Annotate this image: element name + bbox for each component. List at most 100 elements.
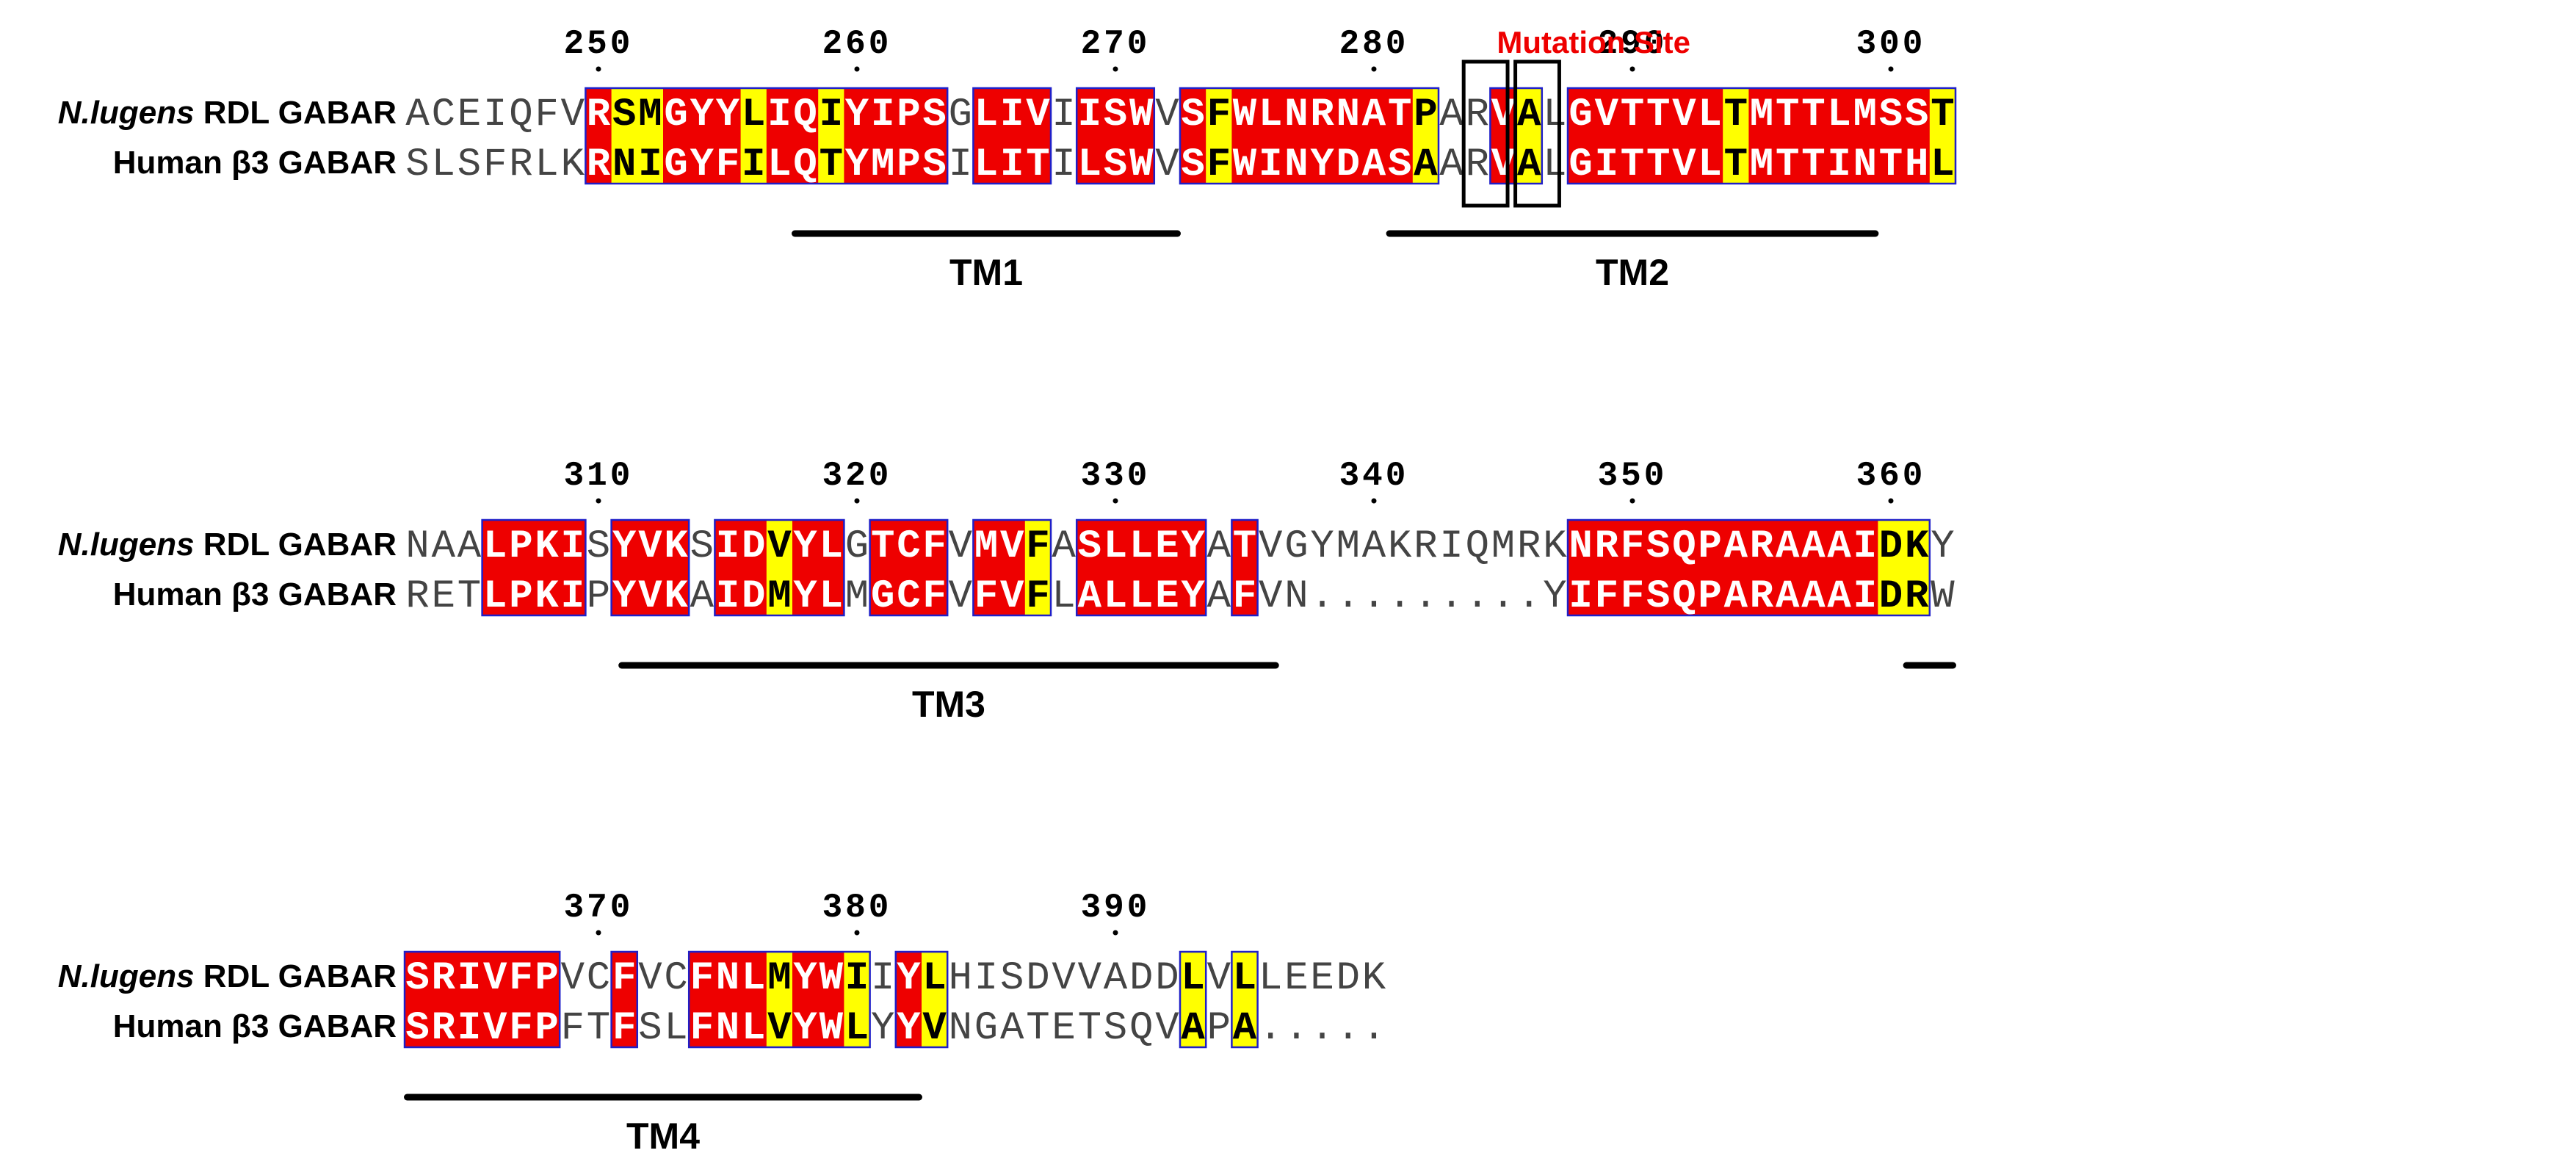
residue-nlugens: K — [1362, 956, 1386, 1001]
residue-human: N — [716, 1006, 739, 1051]
residue-human: F — [1207, 142, 1231, 187]
residue-nlugens: V — [1207, 956, 1231, 1001]
residue-nlugens: S — [690, 524, 714, 569]
residue-nlugens: F — [1621, 524, 1644, 569]
residue-human: P — [509, 574, 532, 619]
identical-residue-cell — [792, 88, 819, 184]
identical-residue-cell — [818, 952, 844, 1047]
identical-residue-cell — [689, 952, 715, 1047]
residue-human: M — [767, 574, 791, 619]
identical-residue-cell — [585, 88, 612, 184]
position-number: 340 — [1339, 457, 1409, 495]
identical-residue-cell — [1361, 88, 1388, 184]
residue-nlugens: S — [405, 956, 429, 1001]
residue-nlugens: D — [1336, 956, 1360, 1001]
residue-human: . — [1284, 1006, 1308, 1051]
residue-human: Y — [793, 574, 817, 619]
residue-nlugens: S — [1905, 93, 1928, 137]
residue-human: V — [1000, 574, 1024, 619]
residue-human: A — [1827, 574, 1851, 619]
residue-nlugens: L — [922, 956, 946, 1001]
residue-nlugens: K — [1543, 524, 1567, 569]
residue-human: I — [561, 574, 585, 619]
row-label-human: Human β3 GABAR — [113, 1008, 397, 1044]
position-tick-dot — [854, 930, 860, 936]
residue-nlugens: Y — [690, 93, 714, 137]
conserved-region-box — [687, 950, 871, 1049]
residue-human: A — [1181, 1006, 1205, 1051]
residue-nlugens: F — [612, 956, 636, 1001]
identical-residue-cell — [714, 520, 742, 615]
mutation-site-label: Mutation Site — [1497, 25, 1690, 59]
residue-nlugens: A — [1052, 524, 1076, 569]
residue-nlugens: Y — [793, 524, 817, 569]
residue-human: W — [820, 1006, 844, 1051]
position-tick-dot — [1629, 66, 1635, 72]
residue-nlugens: T — [1621, 93, 1644, 137]
residue-nlugens: G — [1284, 524, 1308, 569]
mutation-site-box — [1513, 59, 1561, 208]
identical-residue-cell — [1852, 88, 1878, 184]
residue-nlugens: P — [535, 956, 558, 1001]
residue-human: Y — [1181, 574, 1205, 619]
residue-nlugens: R — [432, 956, 456, 1001]
identical-residue-cell — [1671, 520, 1698, 615]
position-number: 380 — [822, 889, 892, 927]
residue-nlugens: L — [1259, 93, 1282, 137]
residue-human: N — [949, 1006, 972, 1051]
transmembrane-label: TM2 — [1596, 252, 1669, 293]
residue-human: G — [1569, 142, 1592, 187]
residue-nlugens: V — [767, 524, 792, 569]
residue-human: F — [1595, 574, 1618, 619]
row-label-human: Human β3 GABAR — [113, 145, 397, 181]
identical-residue-cell — [740, 952, 767, 1047]
residue-human: Y — [897, 1006, 921, 1051]
residue-human: E — [1155, 574, 1179, 619]
residue-human: . — [1259, 1006, 1282, 1051]
similar-residue-cell — [1231, 952, 1259, 1047]
identical-residue-cell — [560, 520, 586, 615]
residue-human: V — [1155, 142, 1179, 187]
residue-nlugens: F — [690, 956, 714, 1001]
residue-nlugens: E — [1310, 956, 1334, 1001]
residue-nlugens: G — [845, 524, 869, 569]
residue-nlugens: D — [1155, 956, 1179, 1001]
residue-nlugens: C — [664, 956, 687, 1001]
identical-residue-cell — [456, 952, 483, 1047]
residue-nlugens: I — [767, 93, 791, 137]
residue-nlugens: E — [1155, 524, 1179, 569]
residue-nlugens: I — [483, 93, 507, 137]
residue-human: F — [922, 574, 946, 619]
position-number: 270 — [1081, 25, 1151, 63]
residue-human: A — [1724, 574, 1748, 619]
residue-human: K — [664, 574, 688, 619]
residue-human: S — [1388, 142, 1411, 187]
similar-residue-cell — [1516, 88, 1543, 184]
position-tick-dot — [1112, 930, 1118, 936]
residue-human: S — [457, 142, 481, 187]
residue-nlugens: S — [1646, 524, 1670, 569]
residue-nlugens: A — [1207, 524, 1231, 569]
residue-human: . — [1336, 574, 1360, 619]
residue-nlugens: Y — [1310, 524, 1334, 569]
residue-nlugens: V — [1000, 524, 1024, 569]
residue-human: I — [457, 1006, 481, 1051]
position-number: 310 — [564, 457, 634, 495]
residue-nlugens: Y — [716, 93, 740, 137]
residue-nlugens: V — [1491, 93, 1516, 137]
residue-nlugens: T — [871, 524, 894, 569]
similar-residue-cell — [1929, 88, 1956, 184]
residue-human: V — [1672, 142, 1696, 187]
residue-nlugens: P — [1698, 524, 1721, 569]
identical-residue-cell — [1128, 88, 1155, 184]
residue-human: T — [1776, 142, 1799, 187]
identical-residue-cell — [1231, 520, 1259, 615]
residue-nlugens: V — [638, 956, 662, 1001]
residue-human: Y — [690, 142, 714, 187]
residue-nlugens: V — [483, 956, 507, 1001]
residue-human: F — [483, 142, 507, 187]
residue-nlugens: Q — [1466, 524, 1489, 569]
identical-residue-cell — [1903, 88, 1931, 184]
residue-nlugens: I — [457, 956, 481, 1001]
